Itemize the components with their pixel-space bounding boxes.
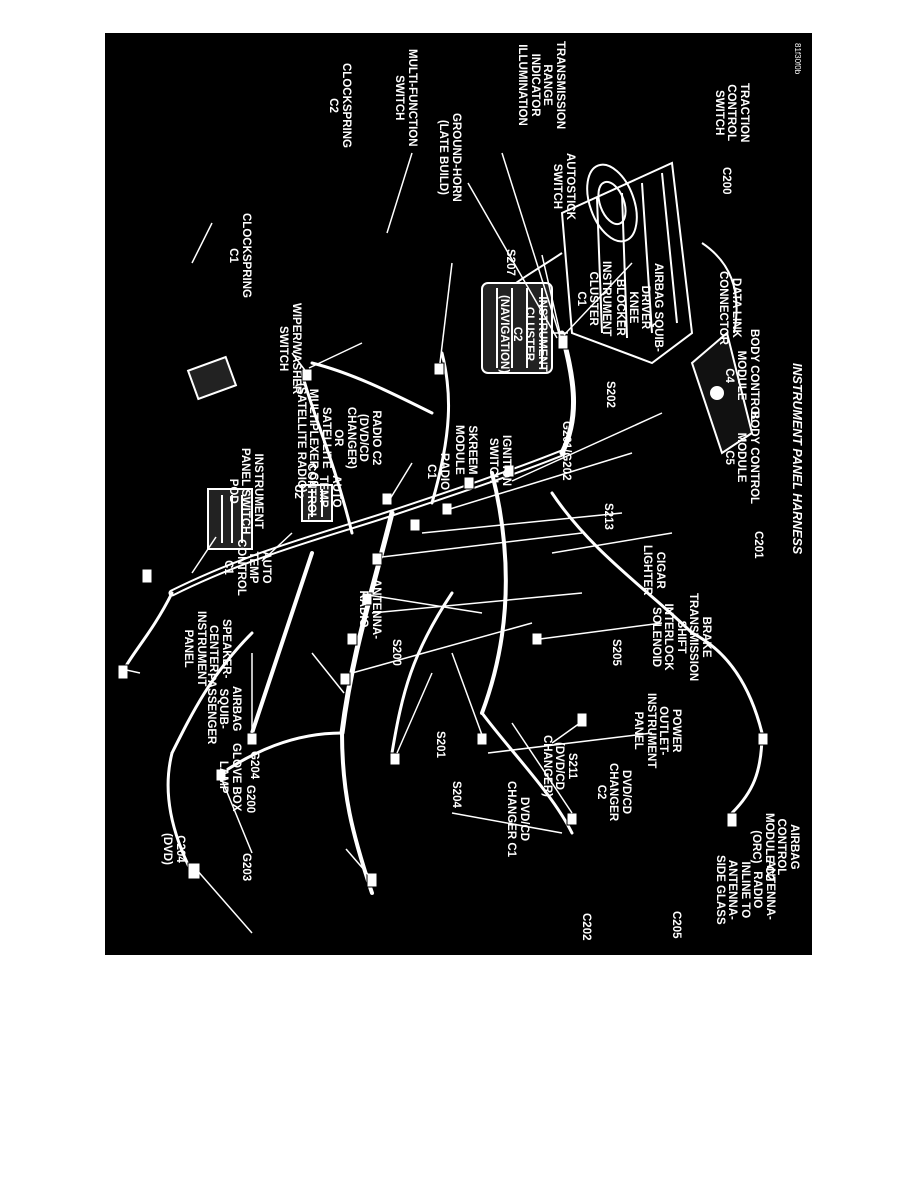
label-clockspring-c2: CLOCKSPRING C2 <box>327 63 353 148</box>
label-glove-box-lamp: GLOVE BOX LAMP <box>217 743 243 812</box>
label-g204: G204 <box>248 751 260 780</box>
label-s213: S213 <box>602 503 614 530</box>
diagram-rotated-canvas: C204 (DVD) G203 G200 G204 GLOVE BOX LAMP… <box>105 33 812 955</box>
label-bcm-c4: BODY CONTROL MODULE C4 <box>723 329 760 423</box>
label-radio-c1: RADIO C1 <box>425 453 451 491</box>
label-clockspring-c1: CLOCKSPRING C1 <box>227 213 253 298</box>
label-c204: C204 (DVD) <box>161 833 187 865</box>
label-s211: S211 (DVD/CD CHANGER) <box>541 735 578 797</box>
label-dvd-cd-changer-c2: DVD/CD CHANGER C2 <box>595 763 632 822</box>
label-c202: C202 <box>580 913 592 941</box>
label-autostick-switch: AUTOSTICK SWITCH <box>551 153 577 220</box>
label-speaker-center: SPEAKER- CENTER INSTRUMENT PANEL <box>182 611 233 687</box>
label-ic-c1: INSTRUMENT CLUSTER C1 <box>575 261 612 337</box>
label-brake-shift-interlock: BRAKE TRANSMISSION SHIFT INTERLOCK SOLEN… <box>650 593 712 682</box>
label-traction-control: TRACTION CONTROL SWITCH <box>713 83 750 143</box>
label-ignition-switch: IGNITION SWITCH <box>487 435 513 487</box>
label-ic-c2: INSTRUMENT CLUSTER C2 (NAVIGATION) <box>498 295 549 374</box>
label-s200: S200 <box>390 639 402 666</box>
body-control-module-block <box>186 355 333 550</box>
label-g201-g202: G201/G202 <box>560 421 572 481</box>
label-power-outlet: POWER OUTLET- INSTRUMENT PANEL <box>632 693 683 769</box>
label-cigar-lighter: CIGAR LIGHTER <box>641 545 667 596</box>
diagram-caption: INSTRUMENT PANEL HARNESS <box>790 363 804 555</box>
label-g203: G203 <box>240 853 252 882</box>
label-radio-c2: RADIO C2 (DVD/CD CHANGER) OR SATELLITE M… <box>295 383 382 493</box>
label-multi-function-switch: MULTI-FUNCTION SWITCH <box>393 49 419 147</box>
diagram-figure: C204 (DVD) G203 G200 G204 GLOVE BOX LAMP… <box>105 33 812 955</box>
label-c205: C205 <box>670 911 682 939</box>
label-c200: C200 <box>720 167 732 195</box>
label-auto-temp-c1: AUTO TEMP CONTROL C1 <box>222 539 273 596</box>
label-ip-switch-pod: INSTRUMENT PANEL SWITCH POD <box>227 448 264 535</box>
label-s202: S202 <box>604 381 616 408</box>
label-s204: S204 <box>450 781 462 808</box>
label-dvd-cd-changer-c1: DVD/CD CHANGER C1 <box>505 781 531 858</box>
label-c201: C201 <box>752 531 764 559</box>
label-s205: S205 <box>610 639 622 666</box>
label-antenna-radio-inline: ANTENNA- RADIO INLINE TO ANTENNA- SIDE G… <box>714 855 776 925</box>
label-g200: G200 <box>244 785 256 814</box>
label-antenna-radio: ANTENNA- RADIO <box>357 579 383 640</box>
label-wiper-washer-switch: WIPER/WASHER SWITCH <box>277 303 303 395</box>
label-airbag-squib-knee: AIRBAG SQUIB- DRIVER KNEE BLOCKER <box>614 263 665 352</box>
connectors <box>117 334 769 888</box>
label-s201: S201 <box>434 731 446 758</box>
steering-column-assembly <box>481 161 754 455</box>
label-ground-horn: GROUND-HORN (LATE BUILD) <box>437 113 463 202</box>
leader-lines <box>121 152 673 934</box>
label-bcm-c5: BODY CONTROL MODULE C5 <box>723 411 760 505</box>
label-s207: S207 <box>504 249 516 276</box>
label-skreem-module: SKREEM MODULE <box>453 425 479 475</box>
figure-code: 81f30f0b <box>793 43 802 75</box>
harness-illustration <box>117 152 769 934</box>
label-transmission-range: TRANSMISSION RANGE INDICATOR ILLUMINATIO… <box>516 41 567 130</box>
